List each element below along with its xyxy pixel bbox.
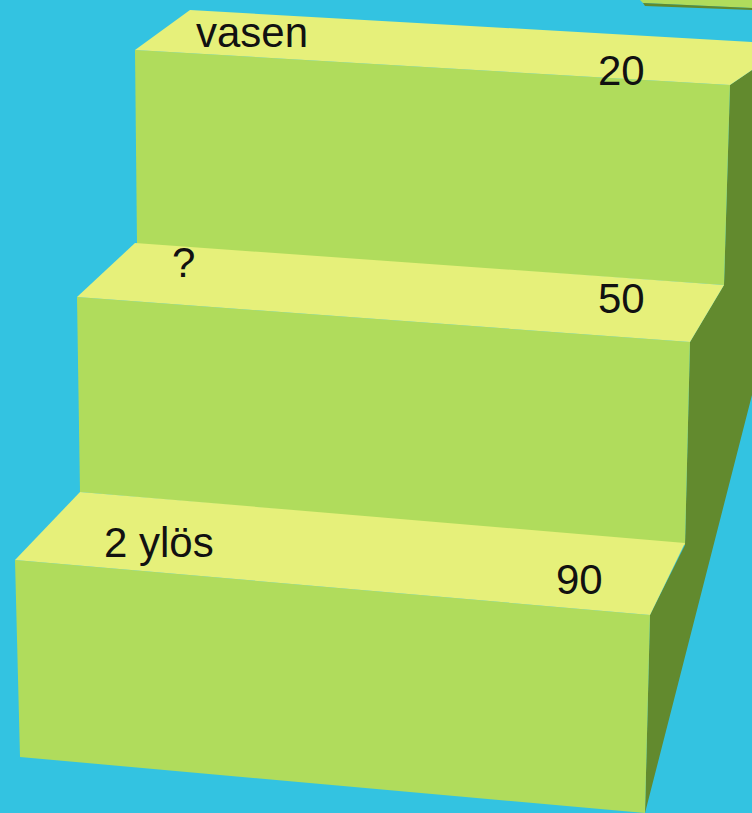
step-top-face — [77, 243, 724, 342]
step-number: 50 — [598, 278, 645, 320]
upper-step-edge — [643, 3, 752, 10]
step-top-face — [135, 10, 752, 85]
step-label: vasen — [196, 12, 308, 54]
step-top-face — [15, 492, 685, 615]
step-label: ? — [172, 242, 195, 284]
stair-step: 2 ylös 90 — [15, 492, 685, 813]
stair-step: ? 50 — [77, 243, 724, 545]
step-label: 2 ylös — [104, 522, 214, 564]
stair-step: vasen 20 — [135, 10, 752, 285]
step-number: 90 — [556, 559, 603, 601]
step-number: 20 — [598, 50, 645, 92]
